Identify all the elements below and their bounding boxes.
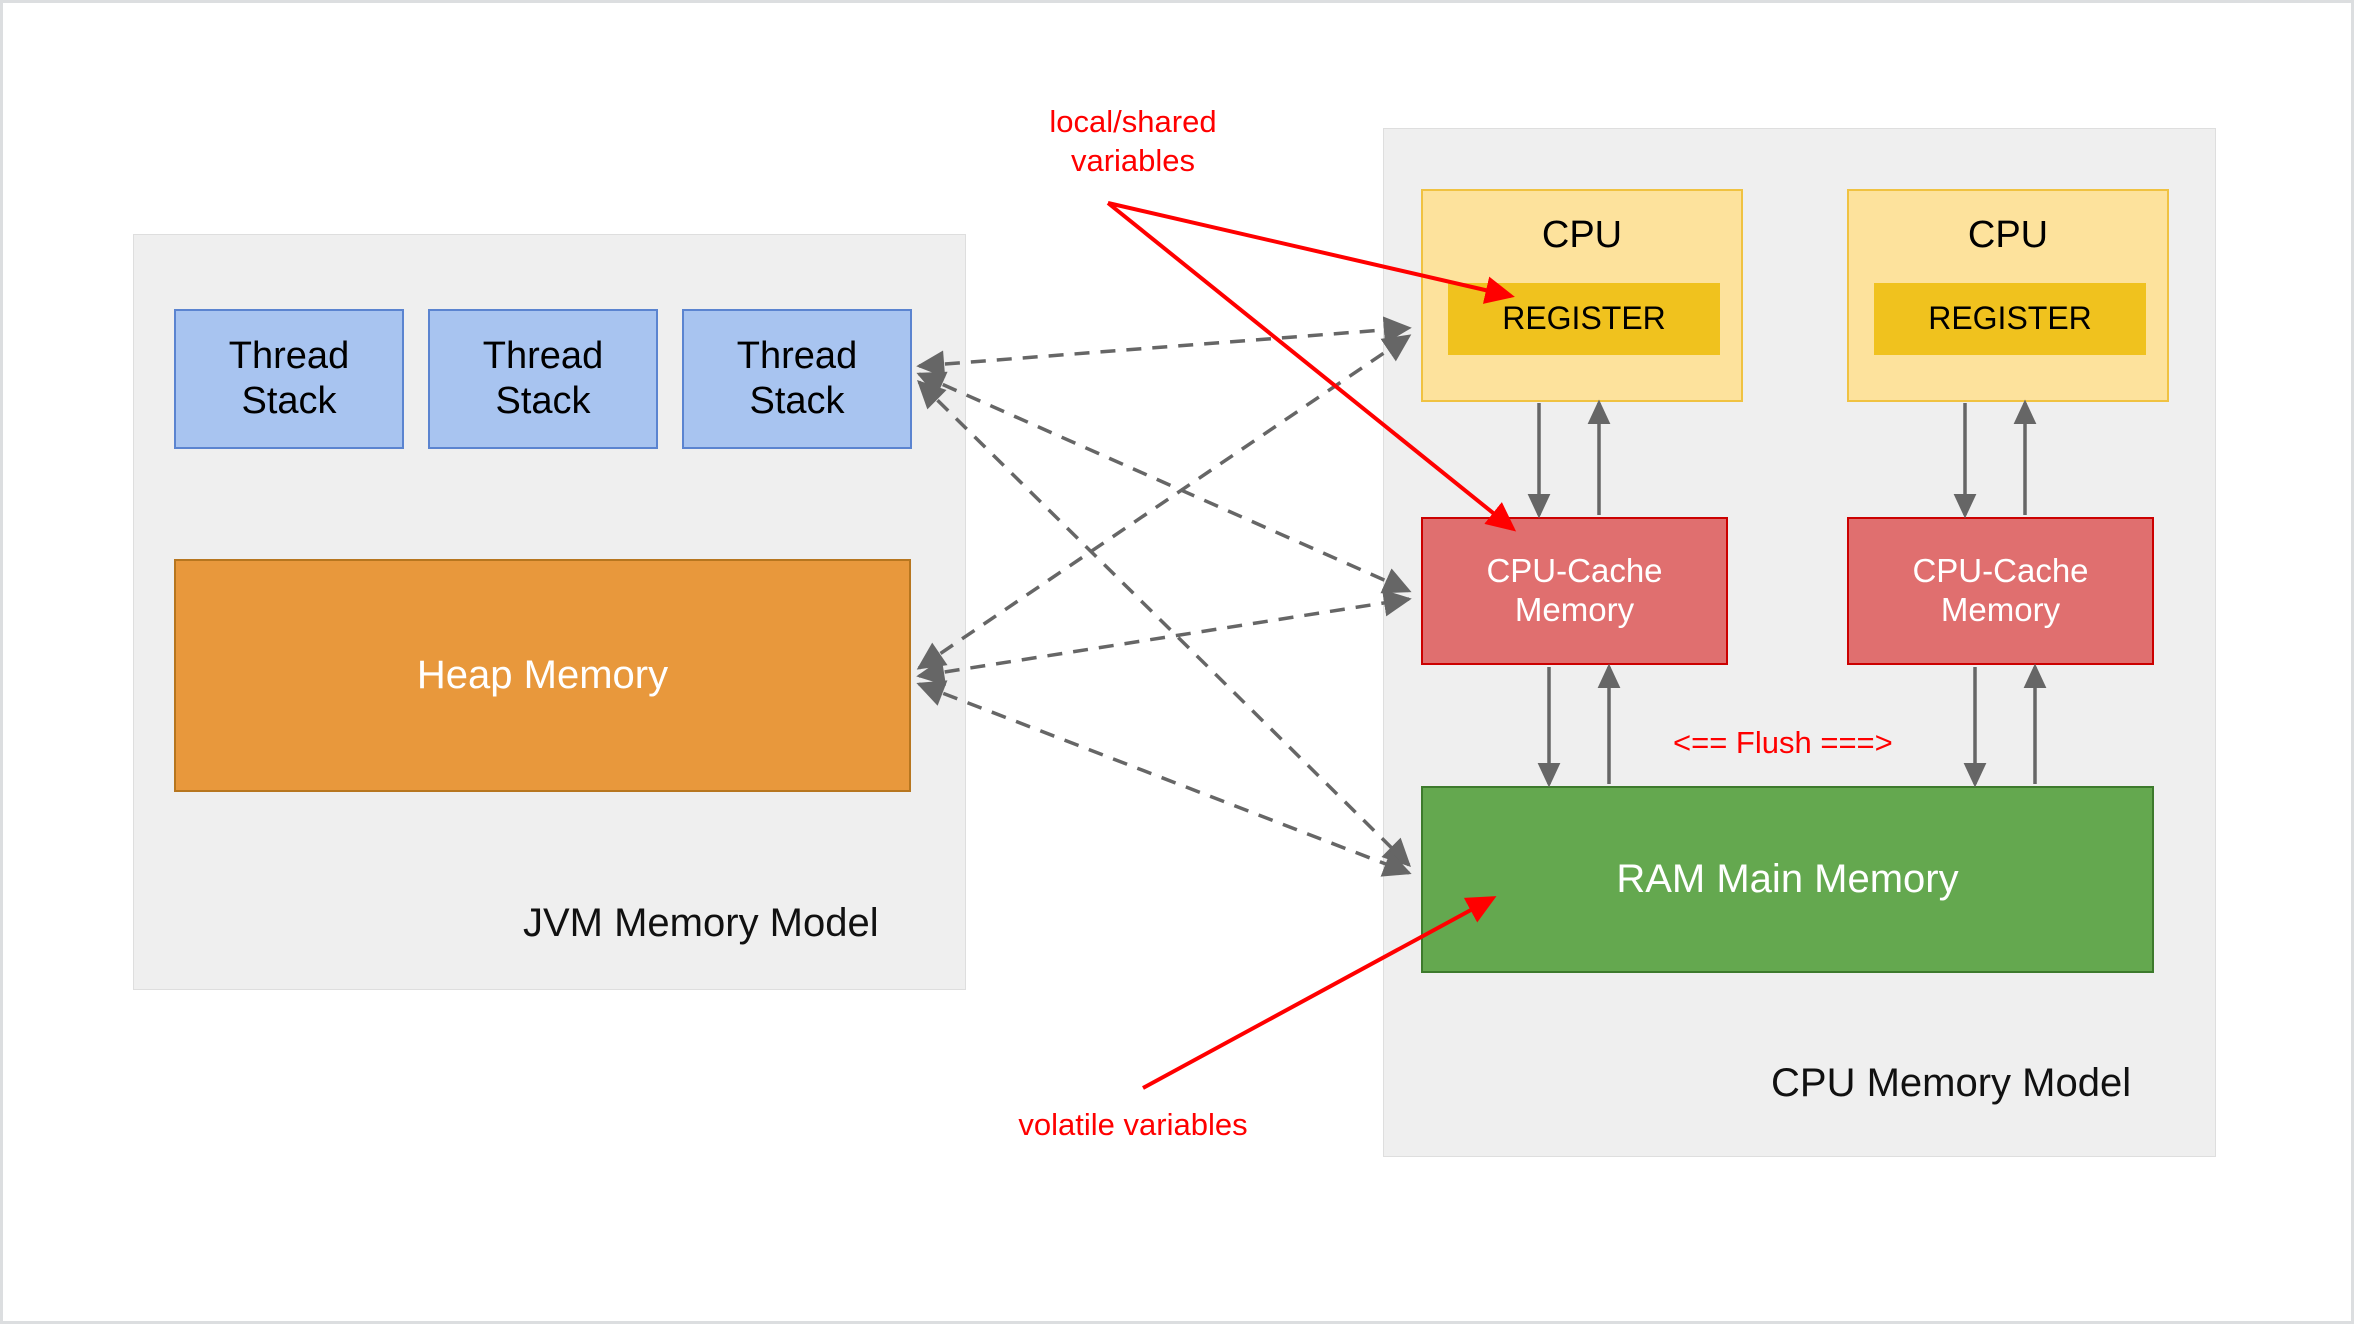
cpu-title: CPU [1967,214,2049,256]
thread-stack-box[interactable]: Thread Stack [174,309,404,449]
heap-memory-box[interactable]: Heap Memory [174,559,911,792]
connector-heap-to-cache [916,589,1412,686]
connector-thread-to-cache [916,371,1412,594]
cpu-register-box[interactable]: REGISTER [1874,283,2146,355]
thread-stack-box[interactable]: Thread Stack [682,309,912,449]
flush-label: <== Flush ===> [1673,725,1893,760]
ram-main-memory-box[interactable]: RAM Main Memory [1421,786,2154,973]
volatile-variables-annotation: volatile variables [1018,1107,1248,1142]
connector-heap-to-register [916,334,1412,670]
connector-thread-to-register [916,316,1412,378]
cpu-box[interactable]: CPU REGISTER [1421,189,1743,402]
cpu-cache-memory-box[interactable]: CPU-Cache Memory [1421,517,1728,665]
local-shared-variables-annotation: local/shared variables [1049,104,1217,178]
cpu-memory-model-label: CPU Memory Model [1771,1061,2132,1105]
connector-heap-to-ram [916,680,1412,877]
cpu-box[interactable]: CPU REGISTER [1847,189,2169,402]
thread-stack-box[interactable]: Thread Stack [428,309,658,449]
connector-thread-to-ram [917,380,1411,867]
cpu-title: CPU [1541,214,1623,256]
cpu-cache-memory-box[interactable]: CPU-Cache Memory [1847,517,2154,665]
jvm-memory-model-label: JVM Memory Model [523,901,879,945]
cpu-register-box[interactable]: REGISTER [1448,283,1720,355]
